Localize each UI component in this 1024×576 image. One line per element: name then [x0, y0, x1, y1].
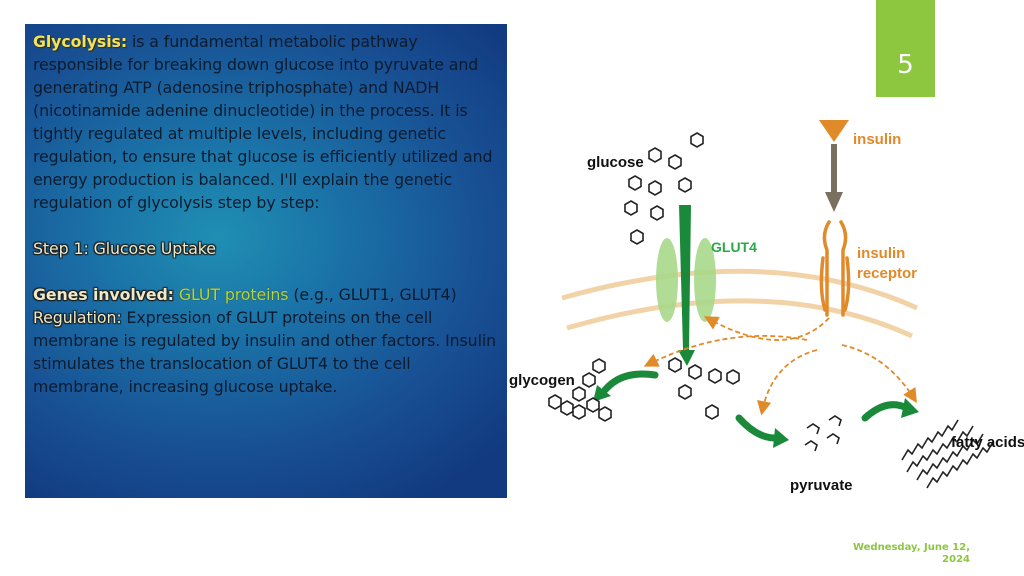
metabolic-arrows: [601, 370, 911, 442]
pyruvate-molecules: [804, 415, 842, 452]
label-glut4: GLUT4: [711, 239, 757, 255]
glut-proteins-highlight: GLUT proteins: [178, 285, 289, 304]
signal-arrows: [643, 316, 917, 416]
page-number-box: 5: [876, 0, 935, 97]
label-fatty-acids: fatty acids: [951, 434, 1024, 451]
label-glycogen: glycogen: [509, 372, 575, 389]
fatty-acid-chains: [901, 419, 994, 489]
label-insulin-receptor-1: insulin: [857, 245, 905, 262]
insulin-receptor: [819, 220, 851, 317]
regulation-body: Expression of GLUT proteins on the cell …: [33, 308, 497, 396]
insulin-arrow: [819, 120, 849, 212]
label-pyruvate: pyruvate: [790, 477, 853, 494]
genes-term: Genes involved:: [33, 285, 174, 304]
page-number: 5: [897, 50, 914, 80]
text-panel: Glycolysis: is a fundamental metabolic p…: [25, 24, 507, 498]
cell-membrane: [561, 268, 919, 339]
regulation-term: Regulation:: [33, 308, 122, 327]
label-insulin-receptor-2: receptor: [857, 265, 917, 282]
label-insulin: insulin: [853, 131, 901, 148]
glycolysis-body: is a fundamental metabolic pathway respo…: [33, 32, 493, 212]
label-glucose: glucose: [587, 154, 644, 171]
slide-date: Wednesday, June 12, 2024: [852, 542, 970, 565]
paragraph-genes: Genes involved: GLUT proteins (e.g., GLU…: [33, 283, 499, 306]
paragraph-glycolysis: Glycolysis: is a fundamental metabolic p…: [33, 30, 499, 214]
glut4-transporter: [656, 205, 716, 366]
paragraph-regulation: Regulation: Expression of GLUT proteins …: [33, 306, 499, 398]
step-title: Step 1: Glucose Uptake: [33, 239, 216, 258]
genes-rest: (e.g., GLUT1, GLUT4): [288, 285, 457, 304]
glycolysis-term: Glycolysis:: [33, 32, 128, 51]
glucose-uptake-diagram: glucose insulin GLUT4 insulin receptor g…: [509, 120, 1024, 494]
